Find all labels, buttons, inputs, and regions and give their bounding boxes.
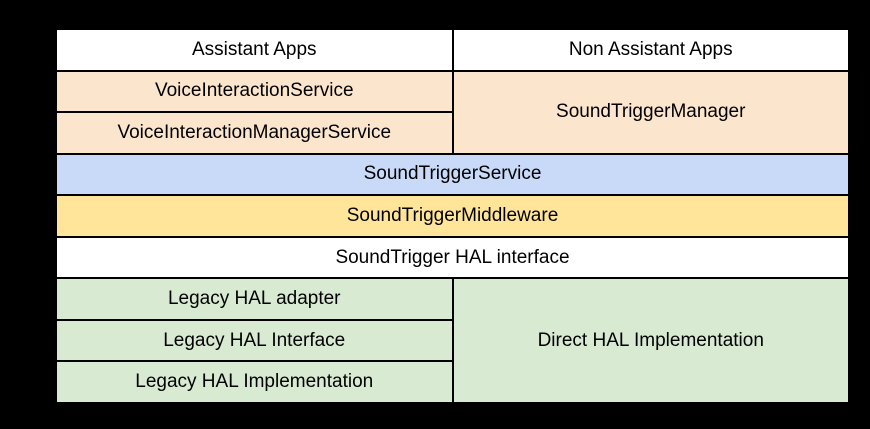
cell-non-assistant-apps: Non Assistant Apps	[451, 28, 850, 72]
cell-voice-interaction-service: VoiceInteractionService	[55, 69, 454, 114]
layer-hal-impl-3: Legacy HAL Implementation	[55, 360, 849, 404]
cell-sound-trigger-hal-interface: SoundTrigger HAL interface	[55, 235, 850, 280]
cell-assistant-apps: Assistant Apps	[55, 28, 454, 72]
cell-direct-hal-implementation: Direct HAL Implementation	[451, 277, 850, 404]
cell-sound-trigger-middleware: SoundTriggerMiddleware	[55, 194, 850, 238]
cell-legacy-hal-implementation: Legacy HAL Implementation	[55, 360, 454, 404]
cell-voice-interaction-manager-service: VoiceInteractionManagerService	[55, 111, 454, 155]
cell-sound-trigger-service: SoundTriggerService	[55, 152, 850, 197]
layer-hal-impl-2: Legacy HAL Interface	[55, 318, 849, 363]
soundtrigger-architecture-diagram: Assistant Apps Non Assistant Apps VoiceI…	[55, 28, 850, 404]
layer-app-api-1: VoiceInteractionService SoundTriggerMana…	[55, 69, 850, 155]
layer-middleware: SoundTriggerMiddleware	[55, 194, 850, 238]
layer-hal-interface: SoundTrigger HAL interface	[55, 235, 850, 280]
cell-sound-trigger-manager: SoundTriggerManager	[451, 69, 850, 155]
cell-legacy-hal-interface: Legacy HAL Interface	[55, 318, 454, 363]
layer-service: SoundTriggerService	[55, 152, 850, 197]
layer-hal-impl-1: Legacy HAL adapter Direct HAL Implementa…	[55, 277, 850, 404]
layer-app-api-2: VoiceInteractionManagerService	[55, 111, 849, 155]
cell-legacy-hal-adapter: Legacy HAL adapter	[55, 277, 454, 321]
layer-apps: Assistant Apps Non Assistant Apps	[55, 28, 850, 72]
